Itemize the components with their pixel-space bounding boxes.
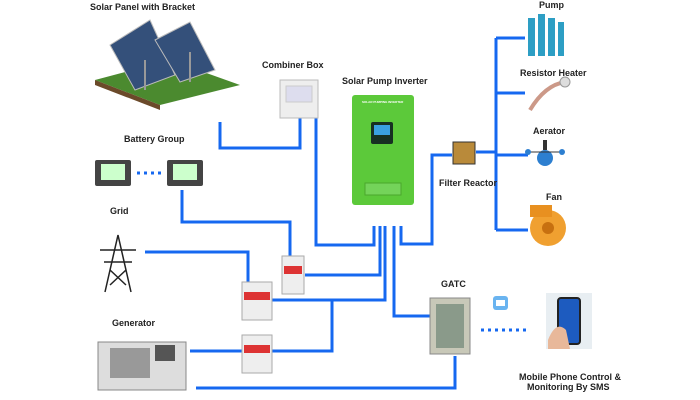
combiner-box-label: Combiner Box	[262, 60, 324, 70]
filter-reactor-icon	[452, 141, 476, 165]
wire-grid	[145, 250, 250, 282]
aerator-label: Aerator	[533, 126, 566, 136]
inverter-label: Solar Pump Inverter	[342, 76, 428, 86]
grid-label: Grid	[110, 206, 129, 216]
resistor-heater-label: Resistor Heater	[520, 68, 587, 78]
resistor-heater-icon	[528, 76, 571, 112]
battery-icon	[95, 160, 203, 186]
message-icon	[493, 296, 508, 310]
inverter-icon	[352, 95, 414, 205]
generator-label: Generator	[112, 318, 156, 328]
wire-breaker2	[272, 226, 387, 302]
wire-solar-combiner	[218, 118, 302, 150]
combiner-box-icon	[279, 79, 319, 119]
solar-panel-label: Solar Panel with Bracket	[90, 2, 196, 12]
breaker-icon	[241, 255, 305, 374]
gatc-cabinet-icon	[429, 297, 471, 355]
wire-bottom-gatc	[196, 356, 457, 390]
filter-reactor-label: Filter Reactor	[439, 178, 498, 188]
gatc-label: GATC	[441, 279, 466, 289]
battery-label: Battery Group	[124, 134, 185, 144]
aerator-icon	[525, 140, 565, 166]
wire-inverter-gatc	[392, 226, 430, 318]
fan-icon	[530, 205, 566, 246]
solar-panel-icon	[95, 19, 240, 110]
mobile-label-line1: Mobile Phone Control &	[519, 372, 621, 382]
wire-breaker3	[272, 300, 334, 353]
pump-icon	[528, 14, 564, 56]
fan-label: Fan	[546, 192, 563, 202]
mobile-phone-icon	[546, 293, 592, 349]
inverter-front-text: SOLAR PUMPING INVERTER	[362, 100, 404, 104]
wire-breaker1	[305, 226, 382, 277]
generator-icon	[97, 341, 187, 391]
grid-tower-icon	[100, 234, 136, 293]
pump-label: Pump	[539, 0, 565, 10]
wire-battery	[180, 190, 292, 256]
wire-inverter-filter	[399, 153, 452, 246]
mobile-label-line2: Monitoring By SMS	[527, 382, 610, 392]
wire-combiner-inverter	[314, 118, 376, 247]
wires	[137, 36, 528, 390]
